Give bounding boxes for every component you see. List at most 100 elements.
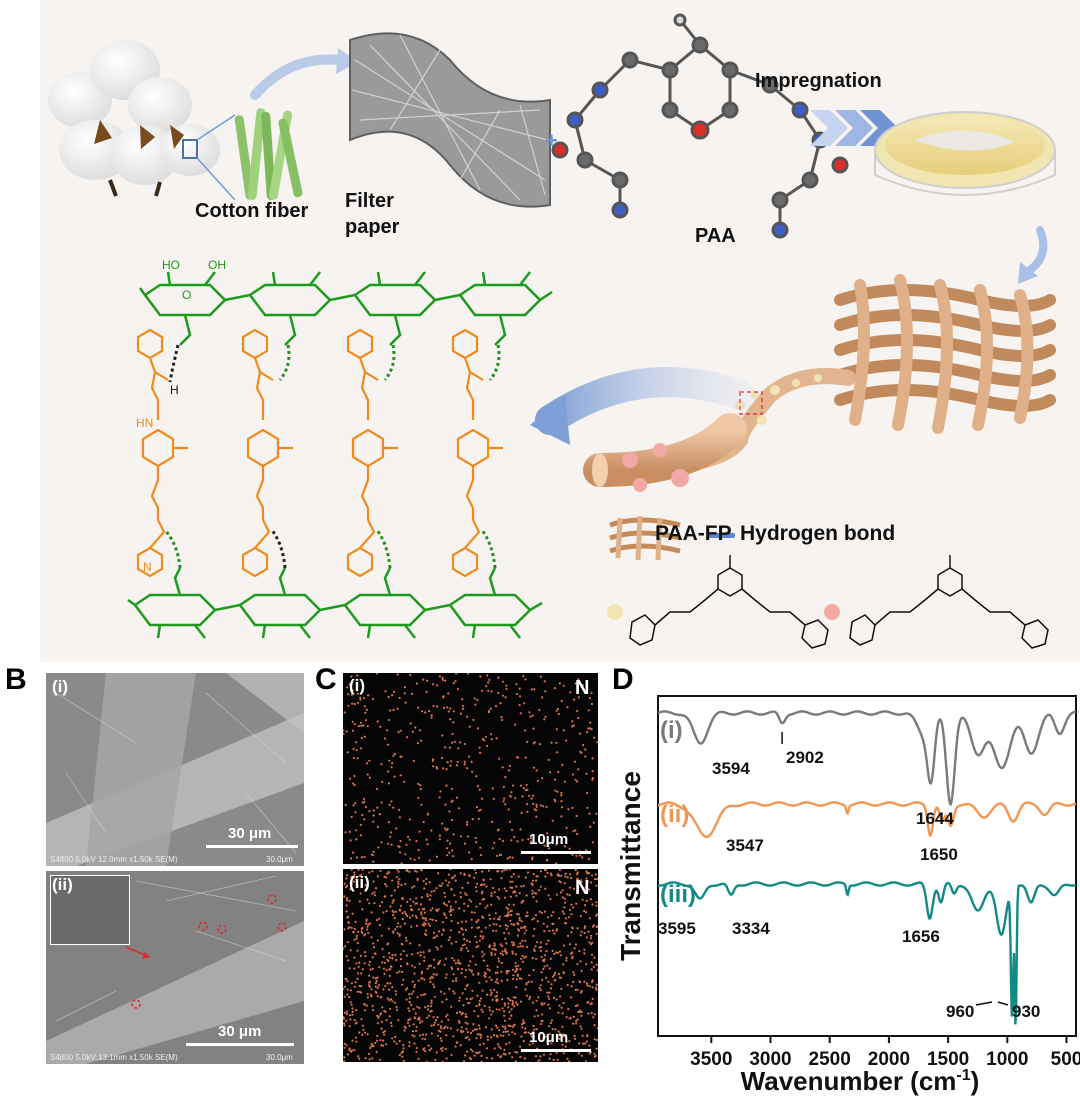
zoom-arrow	[535, 367, 755, 435]
edx-dot	[543, 680, 546, 683]
edx-dot	[350, 675, 353, 678]
edx-dot	[366, 773, 369, 776]
edx-dot	[417, 849, 420, 852]
edx-dot	[455, 979, 458, 982]
edx-dot	[359, 747, 363, 750]
edx-dot	[595, 901, 598, 904]
edx-dot	[387, 782, 390, 785]
edx-dot	[536, 875, 539, 878]
edx-dot	[514, 969, 518, 973]
edx-dot	[497, 888, 500, 891]
edx-dot	[519, 1045, 522, 1048]
edx-dot	[520, 926, 523, 930]
edx-dot	[454, 962, 457, 965]
edx-dot	[493, 942, 496, 945]
edx-dot	[546, 832, 549, 835]
edx-dot	[455, 940, 458, 943]
edx-dot	[452, 682, 455, 685]
edx-dot	[532, 742, 535, 745]
edx-dot	[453, 740, 456, 743]
edx-dot	[544, 715, 547, 718]
edx-dot	[498, 918, 501, 921]
edx-dot	[363, 1009, 366, 1012]
edx-dot	[492, 797, 495, 800]
edx-dot	[370, 995, 373, 998]
edx-dot	[562, 729, 565, 732]
edx-dot	[355, 838, 358, 841]
edx-dot	[580, 1027, 583, 1030]
edx-dot	[445, 916, 448, 919]
edx-dot	[380, 934, 383, 937]
edx-dot	[504, 696, 507, 699]
edx-dot	[571, 806, 574, 809]
cotton-bolls-illustration	[48, 40, 236, 201]
edx-dot	[533, 1015, 536, 1018]
edx-dot	[358, 990, 361, 993]
edx-dot	[449, 905, 452, 908]
edx-dot	[585, 849, 588, 852]
edx-dot	[386, 743, 389, 746]
edx-dot	[504, 1027, 507, 1030]
edx-dot	[538, 1034, 541, 1037]
edx-dot	[541, 1013, 544, 1016]
edx-dot	[499, 1034, 502, 1037]
sem-ii-sublabel: (ii)	[52, 875, 73, 894]
edx-dot	[543, 718, 546, 721]
edx-dot	[378, 923, 381, 927]
edx-dot	[461, 707, 464, 711]
edx-dot	[364, 888, 367, 891]
edx-dot	[357, 930, 360, 933]
edx-dot	[428, 881, 431, 884]
edx-dot	[570, 913, 573, 916]
edx-dot	[567, 934, 570, 937]
edx-dot	[591, 925, 594, 928]
edx-dot	[437, 872, 440, 875]
ftir-peak-pointer	[975, 1001, 993, 1006]
edx-dot	[469, 960, 472, 963]
edx-dot	[553, 971, 557, 974]
edx-dot	[369, 922, 372, 925]
edx-dot	[483, 1004, 486, 1007]
edx-dot	[364, 1057, 367, 1060]
edx-dot	[449, 718, 452, 721]
edx-dot	[360, 736, 363, 740]
edx-dot	[571, 926, 574, 929]
edx-dot	[352, 756, 355, 760]
edx-dot	[374, 887, 378, 890]
edx-dot	[410, 925, 413, 928]
edx-dot	[398, 933, 401, 936]
edx-dot	[435, 946, 438, 949]
edx-dot	[517, 875, 520, 878]
edx-dot	[555, 998, 558, 1001]
edx-dot	[547, 758, 550, 761]
edx-dot	[479, 902, 482, 905]
edx-dot	[508, 1010, 511, 1013]
edx-dot	[389, 956, 392, 959]
edx-dot	[488, 678, 491, 681]
edx-dot	[584, 748, 587, 751]
edx-i-dots	[343, 673, 598, 864]
edx-dot	[382, 988, 385, 991]
edx-dot	[575, 854, 578, 857]
edx-dot	[430, 999, 433, 1002]
edx-dot	[387, 842, 390, 845]
edx-dot	[379, 725, 382, 728]
edx-dot	[345, 955, 348, 958]
edx-dot	[539, 941, 542, 944]
edx-dot	[463, 760, 466, 763]
edx-dot	[392, 708, 395, 712]
deprotonated-paa-sphere	[824, 604, 840, 620]
edx-dot	[524, 876, 527, 879]
edx-dot	[381, 780, 384, 783]
edx-dot	[472, 718, 475, 721]
edx-dot	[561, 763, 564, 766]
edx-dot	[398, 908, 401, 911]
edx-dot	[544, 875, 547, 878]
edx-dot	[364, 955, 367, 958]
edx-dot	[368, 902, 371, 905]
edx-dot	[535, 769, 538, 772]
edx-dot	[574, 829, 577, 832]
edx-dot	[354, 1022, 357, 1025]
edx-dot	[373, 891, 376, 894]
edx-dot	[563, 897, 566, 900]
